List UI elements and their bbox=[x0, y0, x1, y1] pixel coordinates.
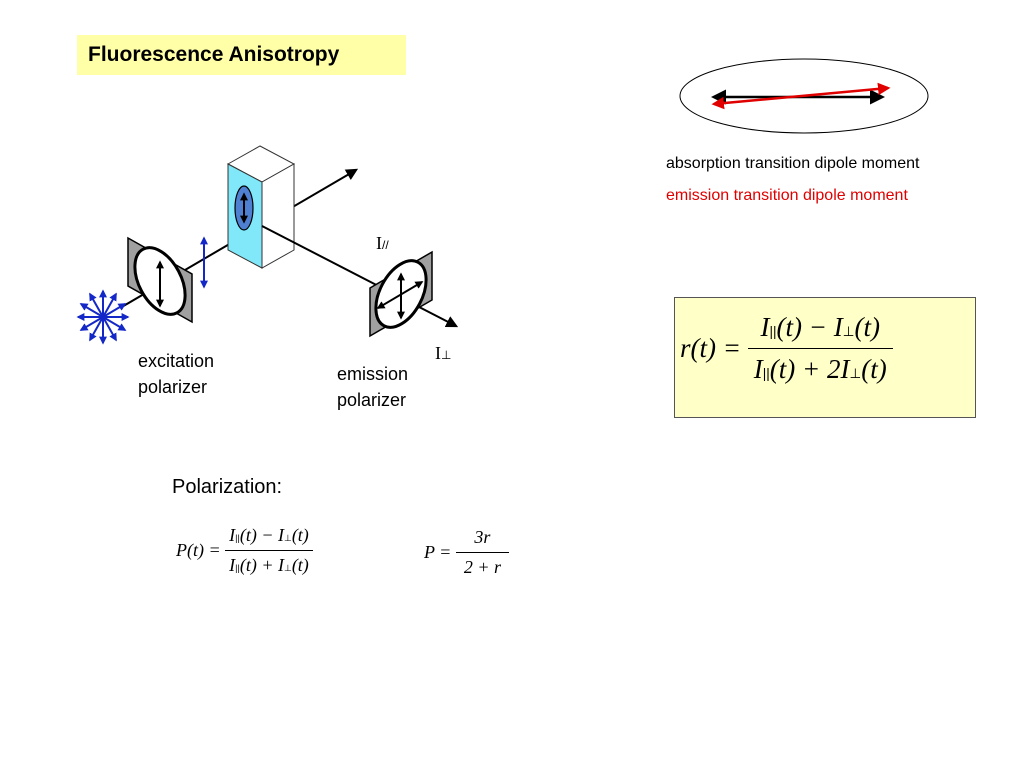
polarization-heading: Polarization: bbox=[172, 476, 283, 498]
polarization-equation: P(t) = I||(t) − I⊥(t) I||(t) + I⊥(t) bbox=[176, 525, 313, 576]
anisotropy-equation: r(t) = I||(t) − I⊥(t) I||(t) + 2I⊥(t) bbox=[680, 312, 893, 385]
legend-absorption: absorption transition dipole moment bbox=[666, 155, 920, 172]
i-parallel-label: I// bbox=[376, 233, 389, 253]
excitation-polarizer bbox=[127, 236, 193, 324]
emission-polarizer-label: emission polarizer bbox=[337, 364, 409, 410]
sample-cuvette bbox=[226, 145, 296, 269]
anisotropy-equation-box: r(t) = I||(t) − I⊥(t) I||(t) + 2I⊥(t) bbox=[674, 297, 976, 418]
emission-beam bbox=[261, 225, 459, 328]
polarization-from-anisotropy-equation: P = 3r 2 + r bbox=[424, 527, 509, 578]
i-perp-label: I⊥ bbox=[435, 343, 452, 363]
legend-emission: emission transition dipole moment bbox=[666, 187, 908, 204]
excitation-polarizer-label: excitation polarizer bbox=[138, 351, 215, 397]
emission-polarizer bbox=[369, 250, 433, 338]
emission-dipole-arrow bbox=[711, 82, 891, 110]
unpolarized-light-icon bbox=[76, 289, 130, 345]
slide-title: Fluorescence Anisotropy bbox=[77, 35, 406, 75]
